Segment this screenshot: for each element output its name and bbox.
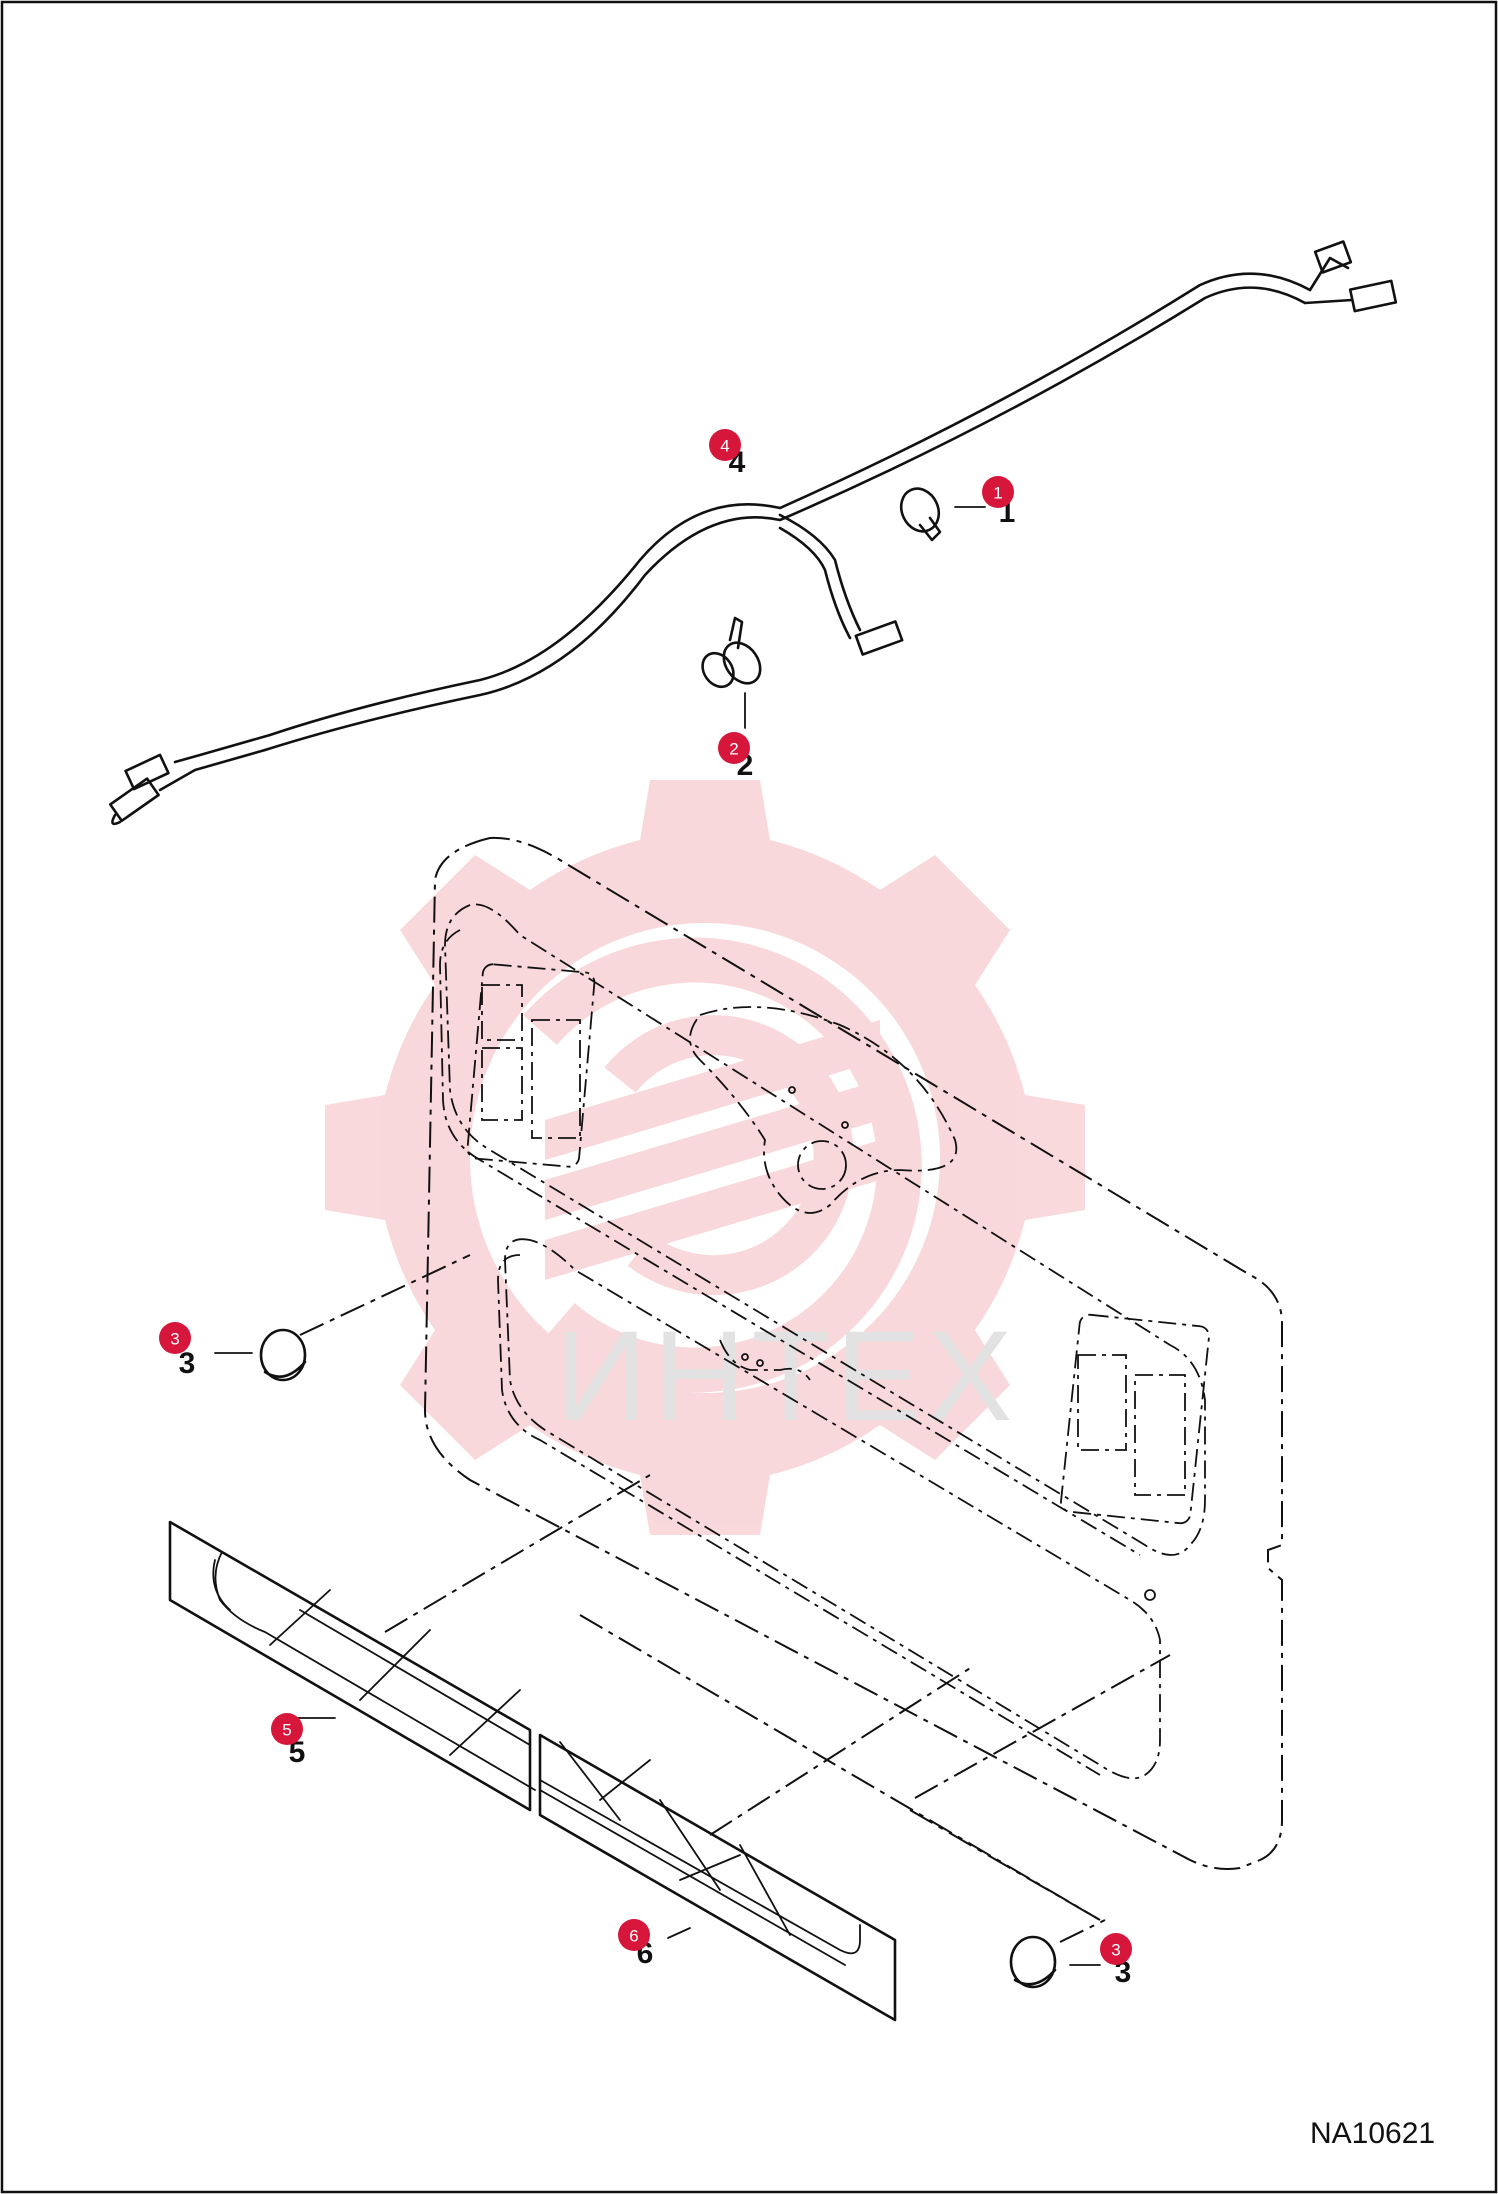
part-number-text: 5	[289, 1736, 306, 1769]
callout-badge-6: 6	[618, 1919, 650, 1951]
plug-part-right	[1009, 1919, 1106, 1989]
svg-text:6: 6	[629, 1927, 638, 1946]
callout-badge-2: 2	[718, 732, 750, 764]
svg-text:2: 2	[729, 740, 738, 759]
harness-clip-part	[701, 616, 762, 729]
callout-badge-1: 1	[982, 476, 1014, 508]
svg-text:3: 3	[1111, 1941, 1120, 1960]
svg-text:1: 1	[993, 484, 1002, 503]
cable-tie-part	[899, 487, 986, 542]
trim-insert-part-6	[538, 1733, 897, 2022]
part-number-text: 3	[179, 1347, 196, 1380]
svg-text:5: 5	[282, 1721, 291, 1740]
plug-part-left	[214, 1254, 471, 1382]
svg-text:3: 3	[170, 1330, 179, 1349]
callout-badge-4: 4	[709, 429, 741, 461]
callout-badge-3-right: 3	[1100, 1933, 1132, 1965]
callout-badge-3-left: 3	[159, 1322, 191, 1354]
drawing-code: NA10621	[1310, 2117, 1435, 2150]
wiring-harness	[108, 240, 1398, 826]
svg-text:4: 4	[720, 437, 729, 456]
callout-badge-5: 5	[271, 1713, 303, 1745]
watermark-gear-icon	[325, 780, 1085, 1535]
headliner-panel	[384, 836, 1283, 1921]
trim-insert-part-5	[168, 1520, 536, 1812]
watermark-text: ИНТЕХ	[555, 1305, 1018, 1448]
